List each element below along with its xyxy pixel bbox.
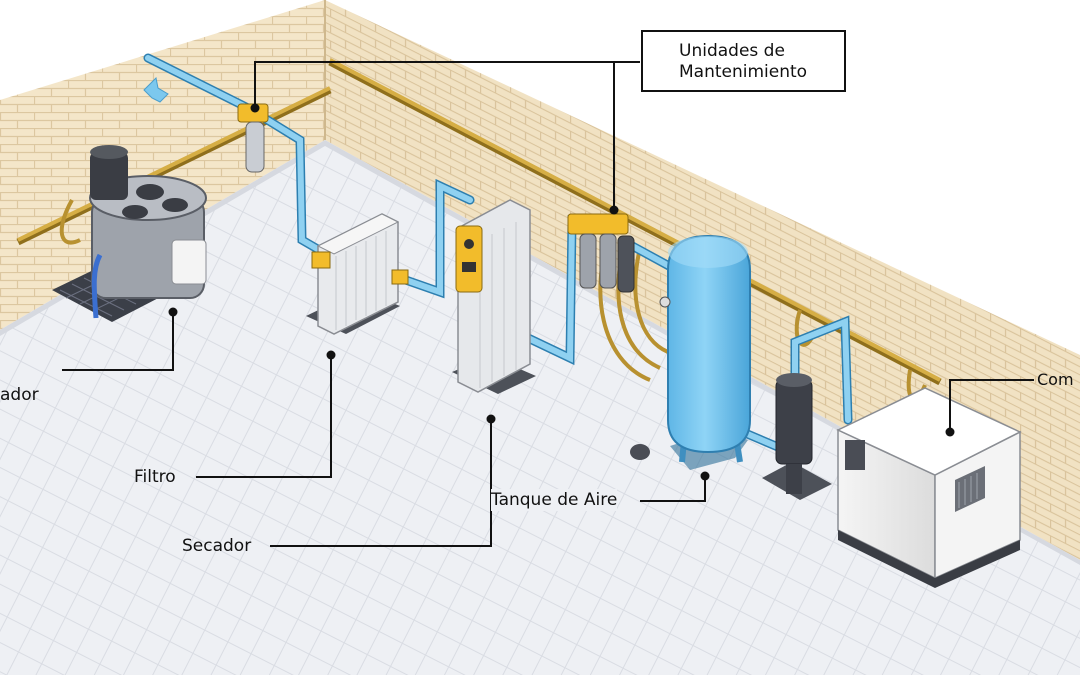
maintenance-units-label-line2: Mantenimiento xyxy=(679,62,808,82)
maintenance-unit-left xyxy=(237,103,269,173)
left-wall xyxy=(0,0,325,330)
compressor xyxy=(836,387,1022,588)
dryer-label: Secador xyxy=(182,536,252,556)
air-tank xyxy=(630,234,751,470)
compressor-label: Com xyxy=(1037,370,1074,389)
maintenance-units-label-line1: Unidades de xyxy=(679,41,785,61)
leader-dots xyxy=(168,103,955,481)
separator-label: ador xyxy=(0,385,39,405)
maintenance-units-label: Unidades de Mantenimiento xyxy=(641,30,846,92)
filter-unit xyxy=(306,213,409,335)
floor xyxy=(0,140,1080,675)
air-tank-label: Tanque de Aire xyxy=(491,489,618,511)
filter-label: Filtro xyxy=(134,467,176,487)
dryer-unit xyxy=(452,199,536,394)
cyclone-separator xyxy=(762,373,832,500)
leader-lines xyxy=(62,61,1034,547)
oil-water-separator xyxy=(52,145,207,322)
air-outlet-arrow xyxy=(143,76,169,103)
maintenance-unit-right xyxy=(567,213,635,293)
